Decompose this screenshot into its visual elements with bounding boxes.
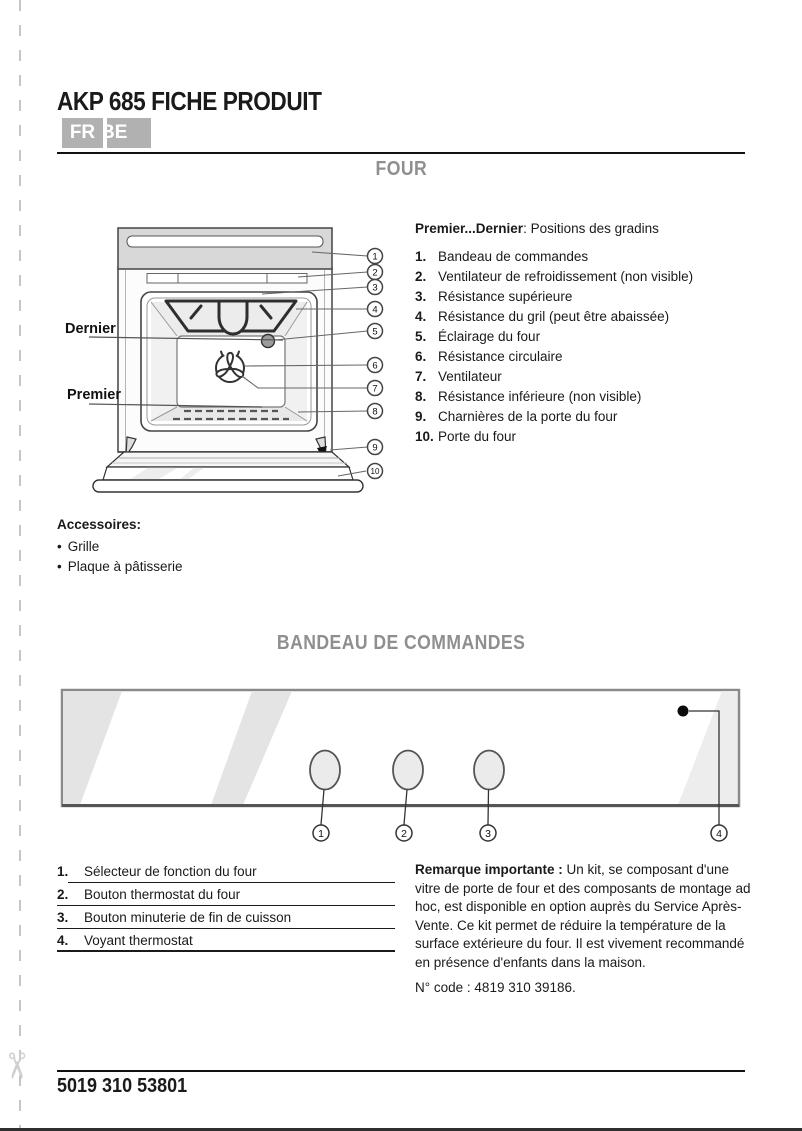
panel-callout-4: 4 — [716, 828, 722, 840]
section-heading-bandeau: BANDEAU DE COMMANDES — [276, 632, 526, 654]
panel-callout-1: 1 — [318, 828, 324, 840]
callout-2: 2 — [372, 267, 377, 278]
oven-callouts — [366, 247, 384, 480]
callout-5: 5 — [372, 326, 377, 337]
legend-item: 8.Résistance inférieure (non visible) — [415, 389, 642, 404]
legend-item: 4.Résistance du gril (peut être abaissée… — [415, 309, 670, 324]
callout-10: 10 — [371, 467, 380, 476]
panel-leader-lines — [320, 710, 720, 825]
legend-item: 9.Charnières de la porte du four — [415, 409, 618, 424]
label-premier: Premier — [67, 387, 121, 403]
panel-callout-3: 3 — [485, 828, 491, 840]
legend-item: 2.Ventilateur de refroidissement (non vi… — [415, 269, 694, 284]
legend-item: 5.Éclairage du four — [415, 329, 541, 344]
legend-item: 10.Porte du four — [415, 429, 517, 444]
cut-dashed-line — [19, 0, 21, 1131]
accessory-item: •Grille — [57, 539, 100, 554]
vent-strip — [146, 273, 308, 284]
language-badges: FR BE — [62, 118, 151, 148]
callout-6: 6 — [372, 360, 377, 371]
accessories-heading: Accessoires: — [57, 517, 142, 532]
label-dernier: Dernier — [65, 321, 116, 337]
badge-be: BE — [107, 118, 151, 148]
timer-knob — [473, 749, 505, 791]
control-item: 2.Bouton thermostat du four — [57, 883, 395, 906]
callout-3: 3 — [372, 282, 377, 293]
control-item: 1.Sélecteur de fonction du four — [57, 860, 395, 883]
panel-body — [60, 688, 741, 808]
legend-item: 1.Bandeau de commandes — [415, 249, 589, 264]
scissors-icon: ✂ — [0, 1050, 38, 1082]
callout-1: 1 — [372, 251, 377, 262]
section-heading-four: FOUR — [375, 158, 427, 180]
oven-door-open — [92, 451, 364, 493]
controls-list: 1.Sélecteur de fonction du four 2.Bouton… — [57, 860, 395, 952]
accessory-item: •Plaque à pâtisserie — [57, 558, 183, 574]
footer-code: 5019 310 53801 — [57, 1075, 188, 1097]
badge-fr: FR — [62, 118, 103, 148]
grill-element — [164, 299, 298, 336]
accessories-block: Accessoires: •Grille •Plaque à pâtisseri… — [57, 515, 183, 576]
note-lead: Remarque importante : — [415, 862, 563, 877]
callout-leader-lines — [241, 251, 368, 477]
fan-icon — [215, 350, 245, 383]
note-body: Un kit, se composant d'une vitre de port… — [415, 862, 751, 970]
callout-4: 4 — [372, 304, 377, 315]
callout-7: 7 — [372, 383, 377, 394]
section-divider — [57, 152, 745, 154]
legend-heading: Premier...Dernier: Positions des gradins — [415, 221, 659, 236]
footer-divider — [57, 1070, 745, 1072]
callout-9: 9 — [372, 442, 377, 453]
control-panel-diagram: 1 2 3 4 — [60, 688, 741, 842]
note-code: N° code : 4819 310 39186. — [415, 980, 576, 995]
function-knob — [309, 749, 341, 791]
panel-knobs — [309, 749, 505, 791]
thermostat-knob — [392, 749, 424, 791]
control-item: 4.Voyant thermostat — [57, 929, 395, 952]
panel-callout-2: 2 — [401, 828, 407, 840]
oven-control-panel — [117, 227, 333, 270]
thermostat-indicator-dot — [677, 705, 689, 717]
oven-parts-legend: Premier...Dernier: Positions des gradins… — [415, 221, 755, 447]
oven-diagram: Dernier Premier 1 2 3 — [65, 227, 384, 493]
important-note: Remarque importante : Un kit, se composa… — [415, 861, 751, 998]
legend-item: 3.Résistance supérieure — [415, 289, 573, 304]
legend-item: 6.Résistance circulaire — [415, 349, 563, 364]
oven-light-icon — [260, 333, 276, 349]
page-title: AKP 685 FICHE PRODUIT — [57, 86, 322, 116]
page-bottom-edge — [0, 1128, 802, 1131]
callout-8: 8 — [372, 406, 377, 417]
panel-callouts — [312, 824, 728, 842]
control-item: 3.Bouton minuterie de fin de cuisson — [57, 906, 395, 929]
legend-item: 7.Ventilateur — [415, 369, 502, 384]
